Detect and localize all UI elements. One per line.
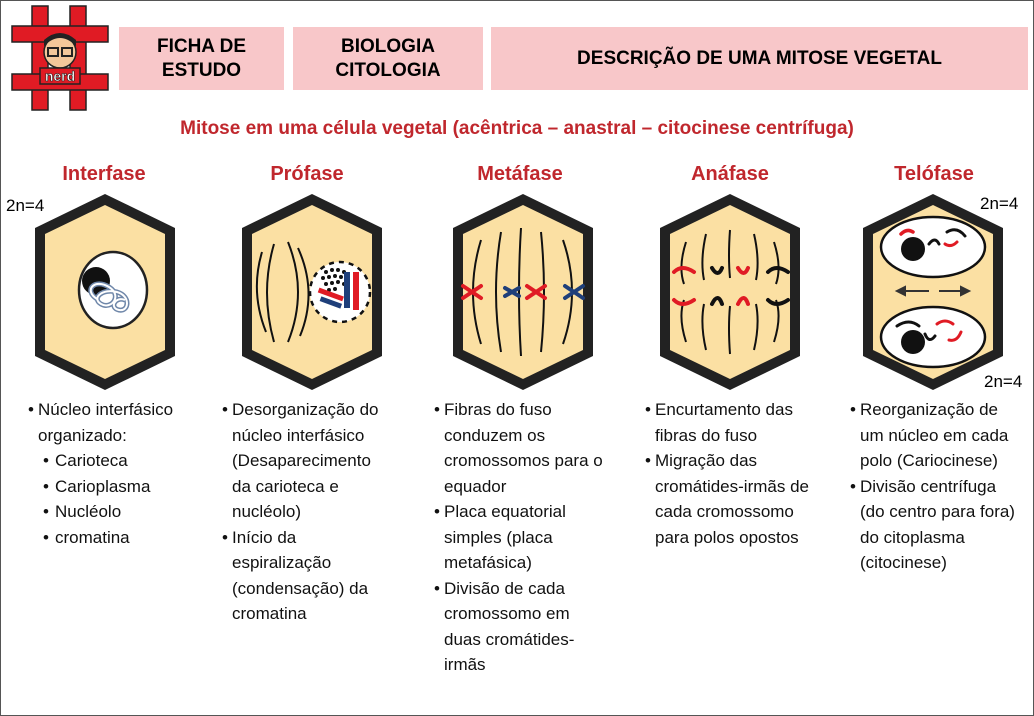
ploidy-telofase-bottom: 2n=4 [984,372,1023,391]
nucleus-disorganizing [308,260,372,324]
phase-title-interfase: Interfase [62,163,146,185]
daughter-nucleus-bottom [879,305,987,369]
desc-interfase-sub-nucleolo: Nucléolo [28,499,193,525]
desc-metafase-item-3: Divisão de cada cromossomo em duas cromá… [434,576,604,678]
desc-anafase-item-2: Migração das cromátides-irmãs de cada cr… [645,448,823,550]
desc-metafase-item-1: Fibras do fuso conduzem os cromossomos p… [434,397,604,499]
desc-metafase: Fibras do fuso conduzem os cromossomos p… [434,397,604,678]
desc-profase: Desorganização do núcleo interfásico (De… [222,397,394,627]
desc-telofase-item-2: Divisão centrífuga (do centro para fora)… [850,474,1018,576]
desc-profase-item-2: Início da espiralização (condensação) da… [222,525,394,627]
header-biologia-line1: BIOLOGIA [341,35,435,57]
header-ficha-line1: FICHA DE [156,35,247,57]
phase-title-telofase: Telófase [894,163,974,185]
nerd-logo: nerd [11,5,109,111]
ploidy-telofase-top: 2n=4 [980,194,1019,213]
desc-interfase-sub-carioteca: Carioteca [28,448,193,474]
diagram-subtitle: Mitose em uma célula vegetal (acêntrica … [180,118,854,139]
desc-interfase-sub-cromatina: cromatina [28,525,193,551]
ploidy-interfase: 2n=4 [6,196,45,215]
phase-title-profase: Prófase [270,163,344,185]
header-title: DESCRIÇÃO DE UMA MITOSE VEGETAL [491,27,1028,90]
desc-profase-item-1: Desorganização do núcleo interfásico (De… [222,397,394,525]
header-title-text: DESCRIÇÃO DE UMA MITOSE VEGETAL [577,47,942,69]
desc-metafase-item-2: Placa equatorial simples (placa metafási… [434,499,604,576]
desc-anafase-item-1: Encurtamento das fibras do fuso [645,397,823,448]
desc-anafase: Encurtamento das fibras do fuso Migração… [645,397,823,550]
desc-interfase: Núcleo interfásico organizado: Carioteca… [28,397,193,550]
logo-text: nerd [45,68,75,84]
desc-telofase-item-1: Reorganização de um núcleo em cada polo … [850,397,1018,474]
phase-title-anafase: Anáfase [691,163,769,185]
desc-interfase-item: Núcleo interfásico organizado: [28,397,193,448]
daughter-nucleus-top [879,215,987,279]
header-ficha-line2: ESTUDO [161,59,242,81]
header-biologia-line2: CITOLOGIA [335,59,441,81]
phase-title-metafase: Metáfase [477,163,563,185]
cell-telofase [863,194,1003,390]
cell-metafase [453,194,593,390]
desc-interfase-sub-carioplasma: Carioplasma [28,474,193,500]
cell-profase [242,194,382,390]
cell-anafase [660,194,800,390]
cell-interfase [35,194,175,390]
desc-telofase: Reorganização de um núcleo em cada polo … [850,397,1018,576]
nucleus-interphase [77,250,149,330]
